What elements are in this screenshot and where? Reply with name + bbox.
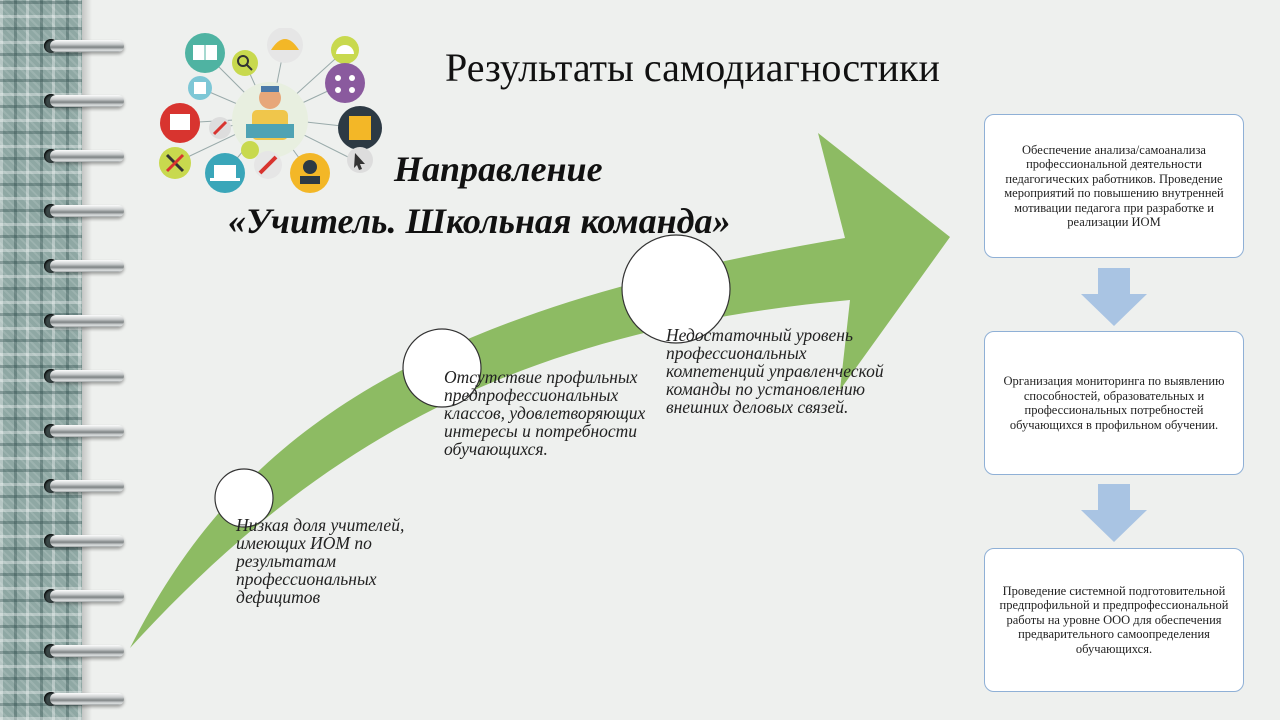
cursor-icon xyxy=(347,147,373,173)
direction-heading-line1: Направление xyxy=(394,149,603,189)
magnifier-icon xyxy=(232,50,258,76)
spiral-ring xyxy=(44,640,130,662)
spiral-ring xyxy=(44,688,130,710)
solution-box-2-text: Организация мониторинга по выявлению спо… xyxy=(1003,374,1225,432)
direction-heading-line2: «Учитель. Школьная команда» xyxy=(228,201,731,241)
spiral-ring xyxy=(44,530,130,552)
solution-box-1-text: Обеспечение анализа/самоанализа професси… xyxy=(1004,142,1224,230)
slide-title: Результаты самодиагностики xyxy=(445,45,940,90)
milestone-circle-3 xyxy=(621,234,731,344)
spiral-ring xyxy=(44,35,130,57)
spiral-ring xyxy=(44,365,130,387)
pencil-icon xyxy=(209,117,231,139)
teacher-icons-illustration xyxy=(159,28,382,193)
tools-icon xyxy=(159,147,191,179)
helmet-icon xyxy=(267,28,303,63)
solution-box-3-text: Проведение системной подготовительной пр… xyxy=(999,583,1229,656)
binding-shadow xyxy=(82,0,92,720)
tablet-icon xyxy=(188,76,212,100)
milestone-circle-2 xyxy=(402,328,482,408)
down-arrow-icon xyxy=(1081,484,1147,542)
books-icon xyxy=(241,141,259,159)
arrow-note-1: Низкая доля учителей, имеющих ИОМ по рез… xyxy=(236,515,405,607)
spiral-ring xyxy=(44,200,130,222)
bookcase-icon xyxy=(338,106,382,150)
solution-box-1: Обеспечение анализа/самоанализа професси… xyxy=(984,114,1244,258)
pencil-icon xyxy=(254,151,282,179)
growth-arrow-shape xyxy=(130,133,950,648)
spiral-ring xyxy=(44,255,130,277)
laptop-icon xyxy=(205,153,245,193)
spiral-ring xyxy=(44,420,130,442)
drawing-icon xyxy=(160,103,200,143)
spiral-ring xyxy=(44,475,130,497)
spiral-ring xyxy=(44,145,130,167)
solution-box-3: Проведение системной подготовительной пр… xyxy=(984,548,1244,692)
plaid-binding xyxy=(0,0,82,720)
solution-box-2: Организация мониторинга по выявлению спо… xyxy=(984,331,1244,475)
user-icon xyxy=(290,153,330,193)
protractor-icon xyxy=(331,36,359,64)
spiral-ring xyxy=(44,90,130,112)
worker-icon xyxy=(232,82,308,158)
arrow-note-3: Недостаточный уровень профессиональных к… xyxy=(666,325,884,417)
spiral-ring xyxy=(44,310,130,332)
down-arrow-icon xyxy=(1081,268,1147,326)
book-icon xyxy=(185,33,225,73)
arrow-note-2: Отсутствие профильных предпрофессиональн… xyxy=(444,367,646,459)
spiral-ring xyxy=(44,585,130,607)
network-icon xyxy=(325,63,365,103)
milestone-circle-1 xyxy=(214,468,274,528)
